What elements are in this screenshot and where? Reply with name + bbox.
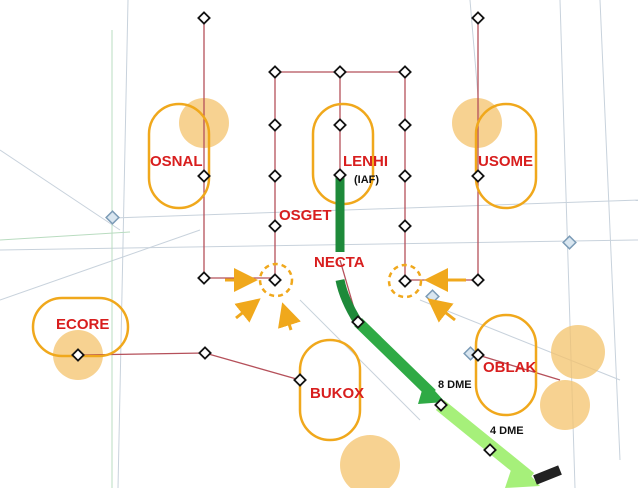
osnal-label: OSNAL xyxy=(150,153,203,170)
oblak-circle xyxy=(551,325,605,379)
dme4-waypoint xyxy=(483,443,497,457)
lenhi-iaf-label: (IAF) xyxy=(354,174,379,186)
waypoint-marker xyxy=(398,169,412,183)
waypoint-marker xyxy=(268,65,282,79)
waypoint-marker xyxy=(398,65,412,79)
approach-arrows xyxy=(225,268,466,331)
dashed-entry-circles xyxy=(258,262,423,299)
osnal-holding-oval xyxy=(147,102,211,210)
osget-entry-circle xyxy=(258,262,294,298)
waypoint-marker xyxy=(198,346,212,360)
waypoint-marker xyxy=(333,65,347,79)
bukox-waypoint xyxy=(293,373,307,387)
oblak-label: OBLAK xyxy=(483,359,536,376)
oblak-lower-circle xyxy=(540,380,590,430)
osnal-waypoint xyxy=(197,169,211,183)
waypoint-marker xyxy=(471,11,485,25)
waypoint-marker xyxy=(398,219,412,233)
holding-ovals xyxy=(31,102,538,442)
waypoint-marker xyxy=(351,315,365,329)
waypoint-marker xyxy=(268,273,282,287)
waypoint-marker xyxy=(268,169,282,183)
waypoint-marker xyxy=(197,11,211,25)
waypoint-marker xyxy=(471,273,485,287)
necta-entry-circle xyxy=(387,263,423,299)
background-airways-green xyxy=(0,30,131,488)
route-lines xyxy=(77,18,561,381)
osget-waypoint xyxy=(268,219,282,233)
waypoint-marker xyxy=(398,274,412,288)
oblak-holding-oval xyxy=(474,313,538,417)
final-approach-path xyxy=(335,175,562,488)
lenhi-label: LENHI xyxy=(343,153,388,170)
waypoint-marker xyxy=(398,118,412,132)
osget-label: OSGET xyxy=(279,207,332,224)
waypoint-marker xyxy=(333,118,347,132)
dme8-waypoint xyxy=(434,398,448,412)
waypoint-labels: OSNAL LENHI (IAF) USOME OSGET NECTA ECOR… xyxy=(56,153,536,437)
dme8-label: 8 DME xyxy=(438,379,472,391)
ecore-waypoint xyxy=(71,348,85,362)
ecore-label: ECORE xyxy=(56,316,109,333)
lenhi-waypoint xyxy=(333,168,347,182)
oblak-waypoint xyxy=(471,348,485,362)
bukox-label: BUKOX xyxy=(310,385,364,402)
waypoint-marker xyxy=(268,118,282,132)
usome-waypoint xyxy=(471,169,485,183)
necta-label: NECTA xyxy=(314,254,365,271)
waypoint-diamonds xyxy=(71,11,497,457)
usome-label: USOME xyxy=(478,153,533,170)
dme4-label: 4 DME xyxy=(490,425,524,437)
bukox-circle xyxy=(340,435,400,488)
waypoint-marker xyxy=(197,271,211,285)
bukox-holding-oval xyxy=(298,338,362,442)
usome-holding-oval xyxy=(474,102,538,210)
